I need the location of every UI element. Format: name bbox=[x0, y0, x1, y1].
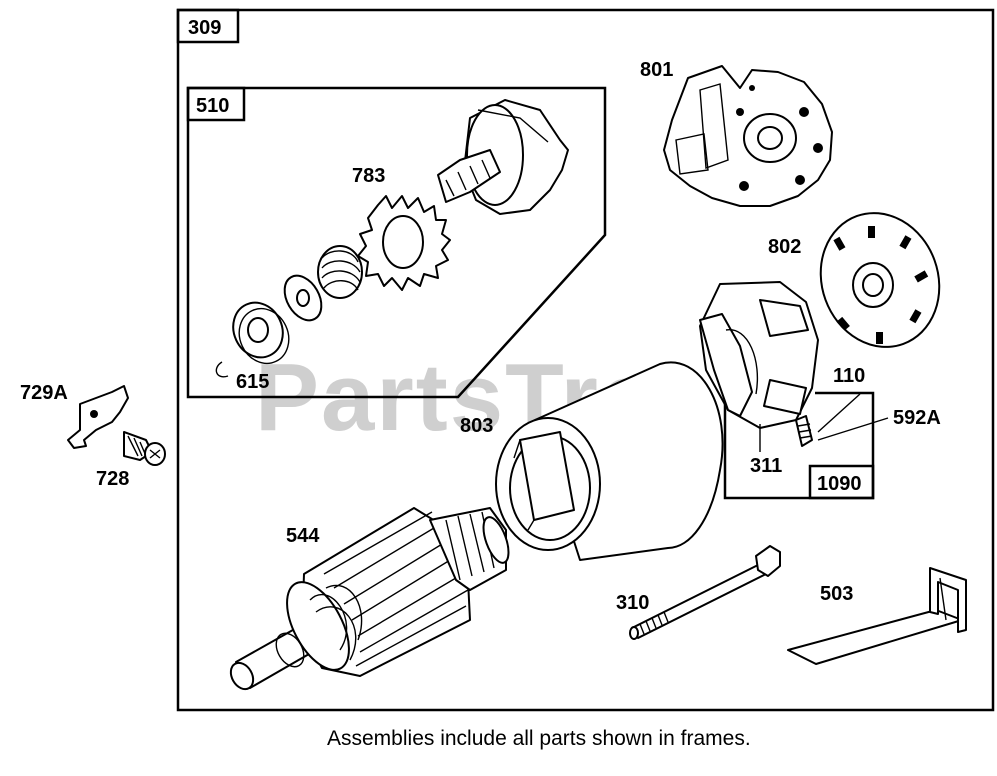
frame-1090-label: 1090 bbox=[817, 473, 862, 495]
brush-holder bbox=[699, 281, 819, 447]
bracket-729a bbox=[67, 385, 129, 449]
label-802: 802 bbox=[768, 236, 801, 258]
frame-309-label: 309 bbox=[188, 17, 221, 39]
stop-collar bbox=[232, 301, 290, 365]
pinion-gear-783 bbox=[357, 195, 451, 291]
label-544: 544 bbox=[286, 525, 320, 547]
label-783: 783 bbox=[352, 165, 385, 187]
bracket-503 bbox=[787, 567, 967, 665]
frame-1090-tag bbox=[808, 464, 875, 500]
through-bolt-310 bbox=[629, 545, 781, 640]
caption: Assemblies include all parts shown in fr… bbox=[327, 727, 751, 750]
leader-110 bbox=[817, 393, 861, 433]
retaining-ring-615 bbox=[215, 361, 229, 378]
label-728: 728 bbox=[96, 468, 129, 490]
label-311: 311 bbox=[750, 455, 782, 477]
label-503: 503 bbox=[820, 583, 853, 605]
label-310: 310 bbox=[616, 592, 649, 614]
spring bbox=[317, 245, 363, 299]
label-615: 615 bbox=[236, 371, 269, 393]
frame-510-tag bbox=[186, 86, 246, 122]
washer bbox=[283, 274, 323, 322]
frame-309 bbox=[176, 8, 995, 712]
frame-510-label: 510 bbox=[196, 95, 229, 117]
end-cap-802 bbox=[819, 212, 941, 348]
label-803: 803 bbox=[460, 415, 493, 437]
frame-510 bbox=[186, 86, 607, 399]
leader-592a bbox=[817, 417, 889, 441]
housing-803 bbox=[495, 361, 724, 561]
starter-clutch bbox=[437, 99, 569, 215]
end-bracket-801 bbox=[663, 65, 833, 207]
armature-544 bbox=[229, 507, 510, 691]
frame-309-tag bbox=[176, 8, 240, 44]
screw-728 bbox=[123, 431, 166, 466]
label-729a: 729A bbox=[20, 382, 68, 404]
label-592a: 592A bbox=[893, 407, 941, 429]
label-110: 110 bbox=[833, 365, 865, 387]
label-801: 801 bbox=[640, 59, 673, 81]
